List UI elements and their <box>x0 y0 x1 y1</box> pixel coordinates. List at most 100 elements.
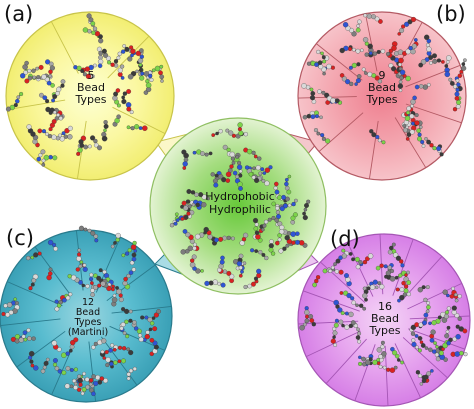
atom <box>53 246 58 252</box>
molecule <box>142 326 158 342</box>
molecule <box>302 199 311 221</box>
molecule <box>214 235 235 243</box>
atom <box>309 318 315 323</box>
atom <box>422 320 427 326</box>
atom <box>21 334 26 339</box>
atom <box>334 318 339 323</box>
atom <box>43 360 49 366</box>
molecule <box>363 13 383 24</box>
atom <box>247 283 252 289</box>
molecule <box>47 239 58 252</box>
atom <box>253 226 259 231</box>
wedge-divider <box>88 341 97 402</box>
atom <box>210 172 215 177</box>
atom <box>221 177 227 183</box>
atom <box>89 276 94 282</box>
atom <box>402 74 407 78</box>
atom <box>351 300 356 305</box>
atom <box>49 65 55 71</box>
atom <box>95 374 101 381</box>
atom <box>420 59 427 65</box>
atom <box>315 114 319 119</box>
atom <box>261 179 266 183</box>
atom <box>424 346 429 350</box>
atom <box>423 297 428 303</box>
atom <box>358 260 363 265</box>
atom <box>151 68 156 73</box>
molecule <box>268 239 276 256</box>
atom <box>128 270 134 275</box>
atom <box>304 318 310 324</box>
atom <box>390 346 395 352</box>
atom <box>414 120 420 126</box>
atom <box>147 317 153 323</box>
atom <box>26 255 31 261</box>
atom <box>380 340 385 345</box>
atom <box>198 192 204 198</box>
atom <box>125 251 130 256</box>
atom <box>94 238 99 243</box>
atom <box>401 280 406 286</box>
atom <box>115 88 121 93</box>
atom <box>332 335 336 339</box>
molecule <box>364 48 386 57</box>
atom <box>350 320 356 325</box>
molecule <box>414 82 431 90</box>
atom <box>98 55 103 60</box>
atom <box>275 206 280 211</box>
atom <box>417 132 422 137</box>
atom <box>61 131 66 136</box>
atom <box>145 82 152 88</box>
atom <box>226 147 231 152</box>
atom <box>26 328 31 333</box>
atom <box>361 356 366 362</box>
atom <box>145 79 150 84</box>
atom <box>68 292 73 297</box>
wedge-divider <box>316 43 363 81</box>
atom <box>23 70 28 75</box>
atom <box>29 359 34 364</box>
molecule <box>451 305 462 321</box>
atom <box>117 345 123 350</box>
molecule <box>233 259 244 278</box>
atom <box>253 276 259 281</box>
atom <box>186 211 191 216</box>
atom <box>82 371 86 376</box>
atom <box>290 215 296 221</box>
atom <box>6 302 13 308</box>
atom <box>239 240 245 246</box>
molecule <box>243 147 262 161</box>
atom <box>389 268 395 274</box>
atom <box>435 345 439 349</box>
atom <box>110 62 115 67</box>
atom <box>115 286 119 290</box>
atom <box>454 298 459 303</box>
atom <box>399 287 405 292</box>
atom <box>348 252 353 256</box>
atom <box>228 130 234 136</box>
atom <box>237 127 242 132</box>
atom <box>130 48 136 54</box>
atom <box>391 45 397 51</box>
panel-c-martini: (Martini) <box>68 327 108 338</box>
atom <box>262 171 267 175</box>
atom <box>264 167 271 173</box>
molecule <box>46 267 53 281</box>
atom <box>344 324 350 330</box>
atom <box>27 68 32 73</box>
atom <box>444 333 450 339</box>
atom <box>417 287 423 293</box>
atom <box>344 311 349 316</box>
atom <box>30 282 35 287</box>
atom <box>384 274 389 279</box>
atom <box>40 149 46 155</box>
wedge-divider <box>302 290 360 312</box>
molecule <box>306 114 323 120</box>
atom <box>368 357 373 362</box>
atom <box>40 368 46 374</box>
atom <box>338 319 344 325</box>
atom <box>220 255 225 261</box>
atom <box>317 89 322 94</box>
molecule <box>90 135 102 151</box>
atom <box>355 264 361 270</box>
